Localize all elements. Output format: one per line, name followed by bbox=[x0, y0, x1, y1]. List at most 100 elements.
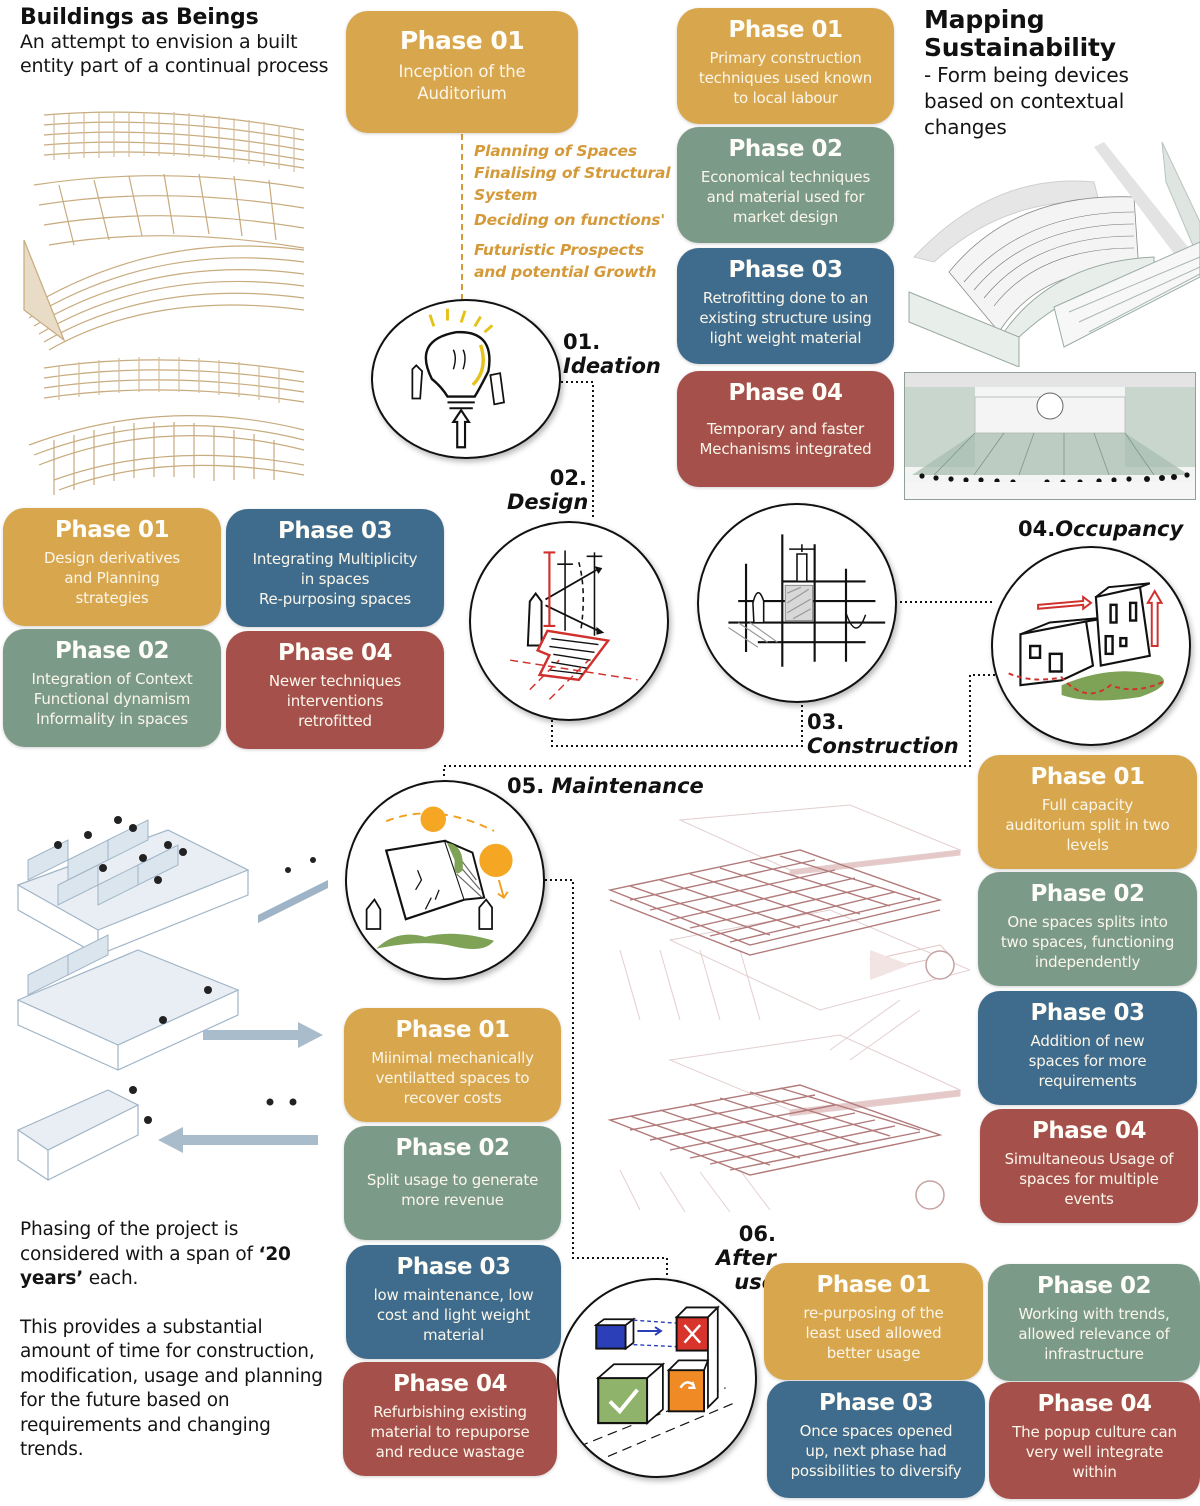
phase-label: Phase 02 bbox=[1030, 881, 1145, 907]
ideation-note-item: Planning of Spaces bbox=[474, 142, 637, 160]
after-use-phase-04-card: Phase 04 The popup culture can very well… bbox=[989, 1382, 1200, 1499]
occupancy-phase-04-card: Phase 04 Simultaneous Usage of spaces fo… bbox=[980, 1109, 1198, 1223]
phase-label: Phase 01 bbox=[728, 17, 843, 43]
maintenance-phase-03-card: Phase 03 low maintenance, low cost and l… bbox=[346, 1245, 561, 1359]
phase-label: Phase 01 bbox=[395, 1017, 510, 1043]
stage-name: Design bbox=[507, 490, 589, 514]
secondary-subtitle: - Form being devices based on contextual… bbox=[924, 63, 1129, 139]
stage-number: 05. bbox=[507, 774, 545, 798]
maintenance-stage-circle bbox=[345, 780, 545, 980]
phase-label: Phase 04 bbox=[277, 640, 393, 666]
phase-label: Phase 03 bbox=[818, 1390, 934, 1416]
design-perspective-sketch-icon bbox=[510, 550, 638, 700]
after-use-phase-03-card: Phase 03 Once spaces opened up, next pha… bbox=[767, 1381, 985, 1498]
phasing-note-paragraph-2: This provides a substantial amount of ti… bbox=[20, 1316, 323, 1461]
lightbulb-sketch-icon bbox=[411, 308, 506, 449]
ideation-note-item: Finalising of Structural System bbox=[474, 164, 671, 204]
phase-label: Phase 02 bbox=[1036, 1273, 1152, 1299]
sun-icon bbox=[420, 806, 446, 832]
phase-description: re-purposing of the least used allowed b… bbox=[803, 1304, 944, 1362]
maintenance-phase-04-card: Phase 04 Refurbishing existing material … bbox=[343, 1362, 557, 1476]
design-phase-01-card: Phase 01 Design derivatives and Planning… bbox=[3, 508, 221, 626]
listener-ear-icon bbox=[915, 1180, 945, 1210]
listener-head-icon bbox=[1036, 392, 1064, 420]
stage-name: Construction bbox=[807, 734, 959, 758]
after-use-phase-02-card: Phase 02 Working with trends, allowed re… bbox=[988, 1264, 1200, 1381]
phase-description: Economical techniques and material used … bbox=[700, 168, 871, 226]
main-title: Buildings as Beings bbox=[20, 5, 259, 30]
phase-description: Addition of new spaces for more requirem… bbox=[1028, 1032, 1147, 1090]
retractable-seating-illustration bbox=[8, 790, 338, 1200]
phase-description: Split usage to generate more revenue bbox=[366, 1171, 539, 1209]
occupancy-phase-03-card: Phase 03 Addition of new spaces for more… bbox=[978, 991, 1197, 1105]
phase-description: The popup culture can very well integrat… bbox=[1012, 1423, 1177, 1481]
phase-description: Inception of the Auditorium bbox=[398, 62, 526, 103]
phase-description: Once spaces opened up, next phase had po… bbox=[790, 1422, 962, 1480]
ideation-note-item: Futuristic Prospects and potential Growt… bbox=[474, 241, 657, 281]
design-phase-04-card: Phase 04 Newer techniques interventions … bbox=[226, 631, 444, 749]
design-stage-circle bbox=[469, 521, 669, 721]
phasing-note: Phasing of the project is considered wit… bbox=[20, 1218, 330, 1487]
ideation-stage-label: 01. Ideation bbox=[563, 330, 661, 378]
construction-stage-circle bbox=[697, 503, 897, 703]
ideation-notes-list: Planning of Spaces Finalising of Structu… bbox=[474, 140, 674, 286]
main-subtitle: An attempt to envision a built entity pa… bbox=[20, 31, 329, 77]
phase-label: Phase 04 bbox=[1037, 1391, 1152, 1417]
phase-label: Phase 01 bbox=[1030, 764, 1145, 790]
maintenance-phase-02-card: Phase 02 Split usage to generate more re… bbox=[344, 1126, 561, 1240]
phase-label: Phase 03 bbox=[277, 518, 393, 544]
phase-description: Retrofitting done to an existing structu… bbox=[699, 289, 872, 347]
phase-description: Full capacity auditorium split in two le… bbox=[1005, 796, 1170, 854]
after-use-phase-01-card: Phase 01 re-purposing of the least used … bbox=[764, 1263, 983, 1380]
space-truss-roof-drawing bbox=[607, 804, 970, 1213]
after-use-stage-circle bbox=[557, 1278, 757, 1478]
maintenance-phase-01-card: Phase 01 Miinimal mechanically ventilatt… bbox=[344, 1008, 561, 1122]
phase-description: Miinimal mechanically ventilatted spaces… bbox=[371, 1049, 534, 1107]
ideation-note-item: Deciding on functions' bbox=[474, 211, 665, 229]
occupancy-phase-01-card: Phase 01 Full capacity auditorium split … bbox=[978, 755, 1197, 869]
phase-label: Phase 03 bbox=[396, 1254, 511, 1280]
phase-label: Phase 01 bbox=[399, 26, 525, 55]
ideation-stage-circle bbox=[371, 299, 561, 459]
listener-ear-icon bbox=[925, 950, 955, 980]
note-text: Phasing of the project is considered wit… bbox=[20, 1219, 259, 1265]
stage-number: 03. bbox=[807, 710, 845, 734]
stage-number: 04. bbox=[1018, 517, 1056, 541]
phase-label: Phase 02 bbox=[54, 638, 170, 664]
phase-label: Phase 03 bbox=[728, 257, 843, 283]
title-block-buildings-as-beings: Buildings as Beings An attempt to envisi… bbox=[20, 6, 340, 78]
phase-description: Temporary and faster Mechanisms integrat… bbox=[699, 420, 872, 458]
exploded-structure-illustration bbox=[14, 110, 314, 500]
stage-name: Maintenance bbox=[551, 774, 704, 798]
note-text: each. bbox=[83, 1268, 139, 1289]
construction-phase-03-card: Phase 03 Retrofitting done to an existin… bbox=[677, 248, 894, 364]
auditorium-sightline-drawing bbox=[904, 372, 1196, 500]
stage-number: 02. bbox=[549, 466, 587, 490]
phase-description: Refurbishing existing material to repupo… bbox=[370, 1403, 530, 1461]
phase-label: Phase 04 bbox=[1031, 1118, 1147, 1144]
reuse-blocks-sketch-icon bbox=[578, 1305, 736, 1457]
design-stage-label: 02. Design bbox=[507, 466, 589, 514]
ideation-phase-01-card: Phase 01 Inception of the Auditorium bbox=[346, 11, 578, 133]
phase-label: Phase 04 bbox=[728, 380, 843, 406]
stage-number: 01. bbox=[563, 330, 601, 354]
phase-description: low maintenance, low cost and light weig… bbox=[373, 1286, 534, 1344]
maintenance-stage-label: 05. Maintenance bbox=[507, 774, 704, 798]
stage-name: Occupancy bbox=[1055, 517, 1184, 541]
stage-number: 06. bbox=[738, 1222, 776, 1246]
phase-description: One spaces splits into two spaces, funct… bbox=[1000, 913, 1175, 971]
sound-cone-icon bbox=[870, 950, 910, 980]
phase-description: Integration of Context Functional dynami… bbox=[31, 670, 193, 728]
arrow-right-icon bbox=[203, 1022, 323, 1048]
phase-label: Phase 03 bbox=[1030, 1000, 1145, 1026]
phase-description: Design derivatives and Planning strategi… bbox=[43, 549, 181, 607]
occupied-buildings-sketch-icon bbox=[1008, 582, 1165, 701]
phasing-note-paragraph-1: Phasing of the project is considered wit… bbox=[20, 1218, 330, 1292]
phase-description: Primary construction techniques used kno… bbox=[698, 49, 873, 107]
occupancy-stage-label: 04.Occupancy bbox=[1018, 517, 1183, 541]
construction-phase-01-card: Phase 01 Primary construction techniques… bbox=[677, 8, 894, 124]
phase-label: Phase 04 bbox=[392, 1371, 508, 1397]
exploded-structure-drawing bbox=[23, 111, 305, 495]
arrow-left-icon bbox=[158, 1127, 318, 1153]
occupancy-phase-02-card: Phase 02 One spaces splits into two spac… bbox=[978, 872, 1197, 986]
